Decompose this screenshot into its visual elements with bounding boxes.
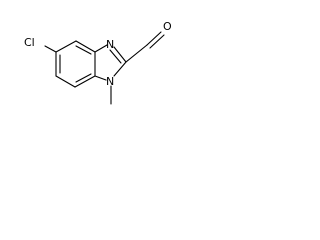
atom-label-n3: N (106, 38, 114, 51)
structure-svg: Cl N N O (24, 20, 172, 105)
bond-c6-cl (44, 45, 57, 53)
bond-cho-o-a (146, 31, 162, 46)
bond-inner-3 (75, 73, 92, 83)
bond-c3a-c7a (74, 75, 96, 88)
bond-n1-c7a (94, 75, 107, 81)
atom-label-n1: N (106, 75, 114, 88)
bond-c2-n1 (113, 61, 127, 77)
bond-c2-cho (125, 44, 148, 63)
atom-label-cl: Cl (24, 36, 35, 49)
bond-c7a-c7 (55, 75, 76, 88)
atom-label-o: O (163, 20, 172, 33)
bond-n3-c2-b (109, 49, 122, 64)
bond-cho-o-b (149, 34, 165, 49)
bond-c6-c5 (55, 40, 77, 53)
molecule-diagram: Cl N N O (0, 0, 192, 111)
bond-inner-2 (75, 45, 92, 55)
bond-c3a-n3 (94, 44, 108, 53)
bond-n3-c2-a (113, 46, 127, 63)
bond-c4-c5 (75, 40, 96, 53)
